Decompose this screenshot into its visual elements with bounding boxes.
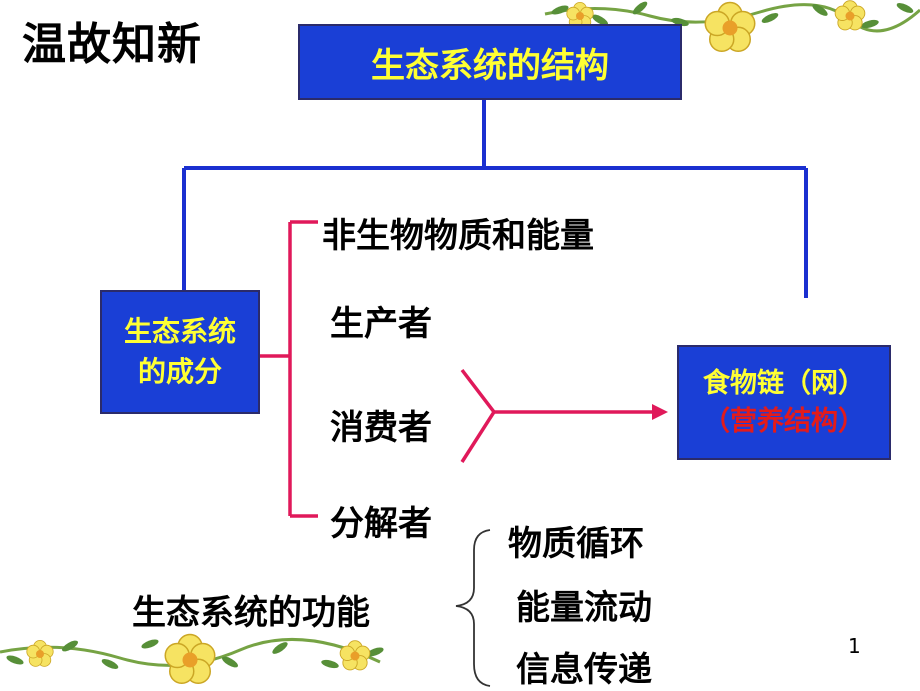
component-decomposer: 分解者 [330,504,432,544]
arrow-head [652,404,668,420]
component-abiotic: 非生物物质和能量 [322,216,594,256]
food-chain-box: 食物链（网） （营养结构） [677,345,891,460]
component-producer: 生产者 [330,304,432,344]
components-box-line2: 的成分 [137,355,222,388]
bottom-garland [0,633,385,684]
ecosystem-structure-label: 生态系统的结构 [371,45,609,86]
ecosystem-function-label: 生态系统的功能 [132,593,370,633]
components-bracket [260,220,318,518]
ecosystem-structure-box: 生态系统的结构 [298,24,682,100]
page-number: 1 [848,634,861,658]
consumer-arrow [460,368,658,463]
component-consumer: 消费者 [330,408,432,448]
food-chain-line2: （营养结构） [703,405,865,437]
top-garland [544,0,920,52]
food-chain-line1: 食物链（网） [703,367,865,399]
page-title: 温故知新 [22,19,202,70]
function-energy-flow: 能量流动 [516,588,652,628]
functions-brace [455,529,491,687]
ecosystem-components-box: 生态系统 的成分 [100,290,260,414]
components-box-line1: 生态系统 [123,315,236,348]
function-material-cycle: 物质循环 [508,524,644,564]
function-information-transfer: 信息传递 [516,650,652,690]
